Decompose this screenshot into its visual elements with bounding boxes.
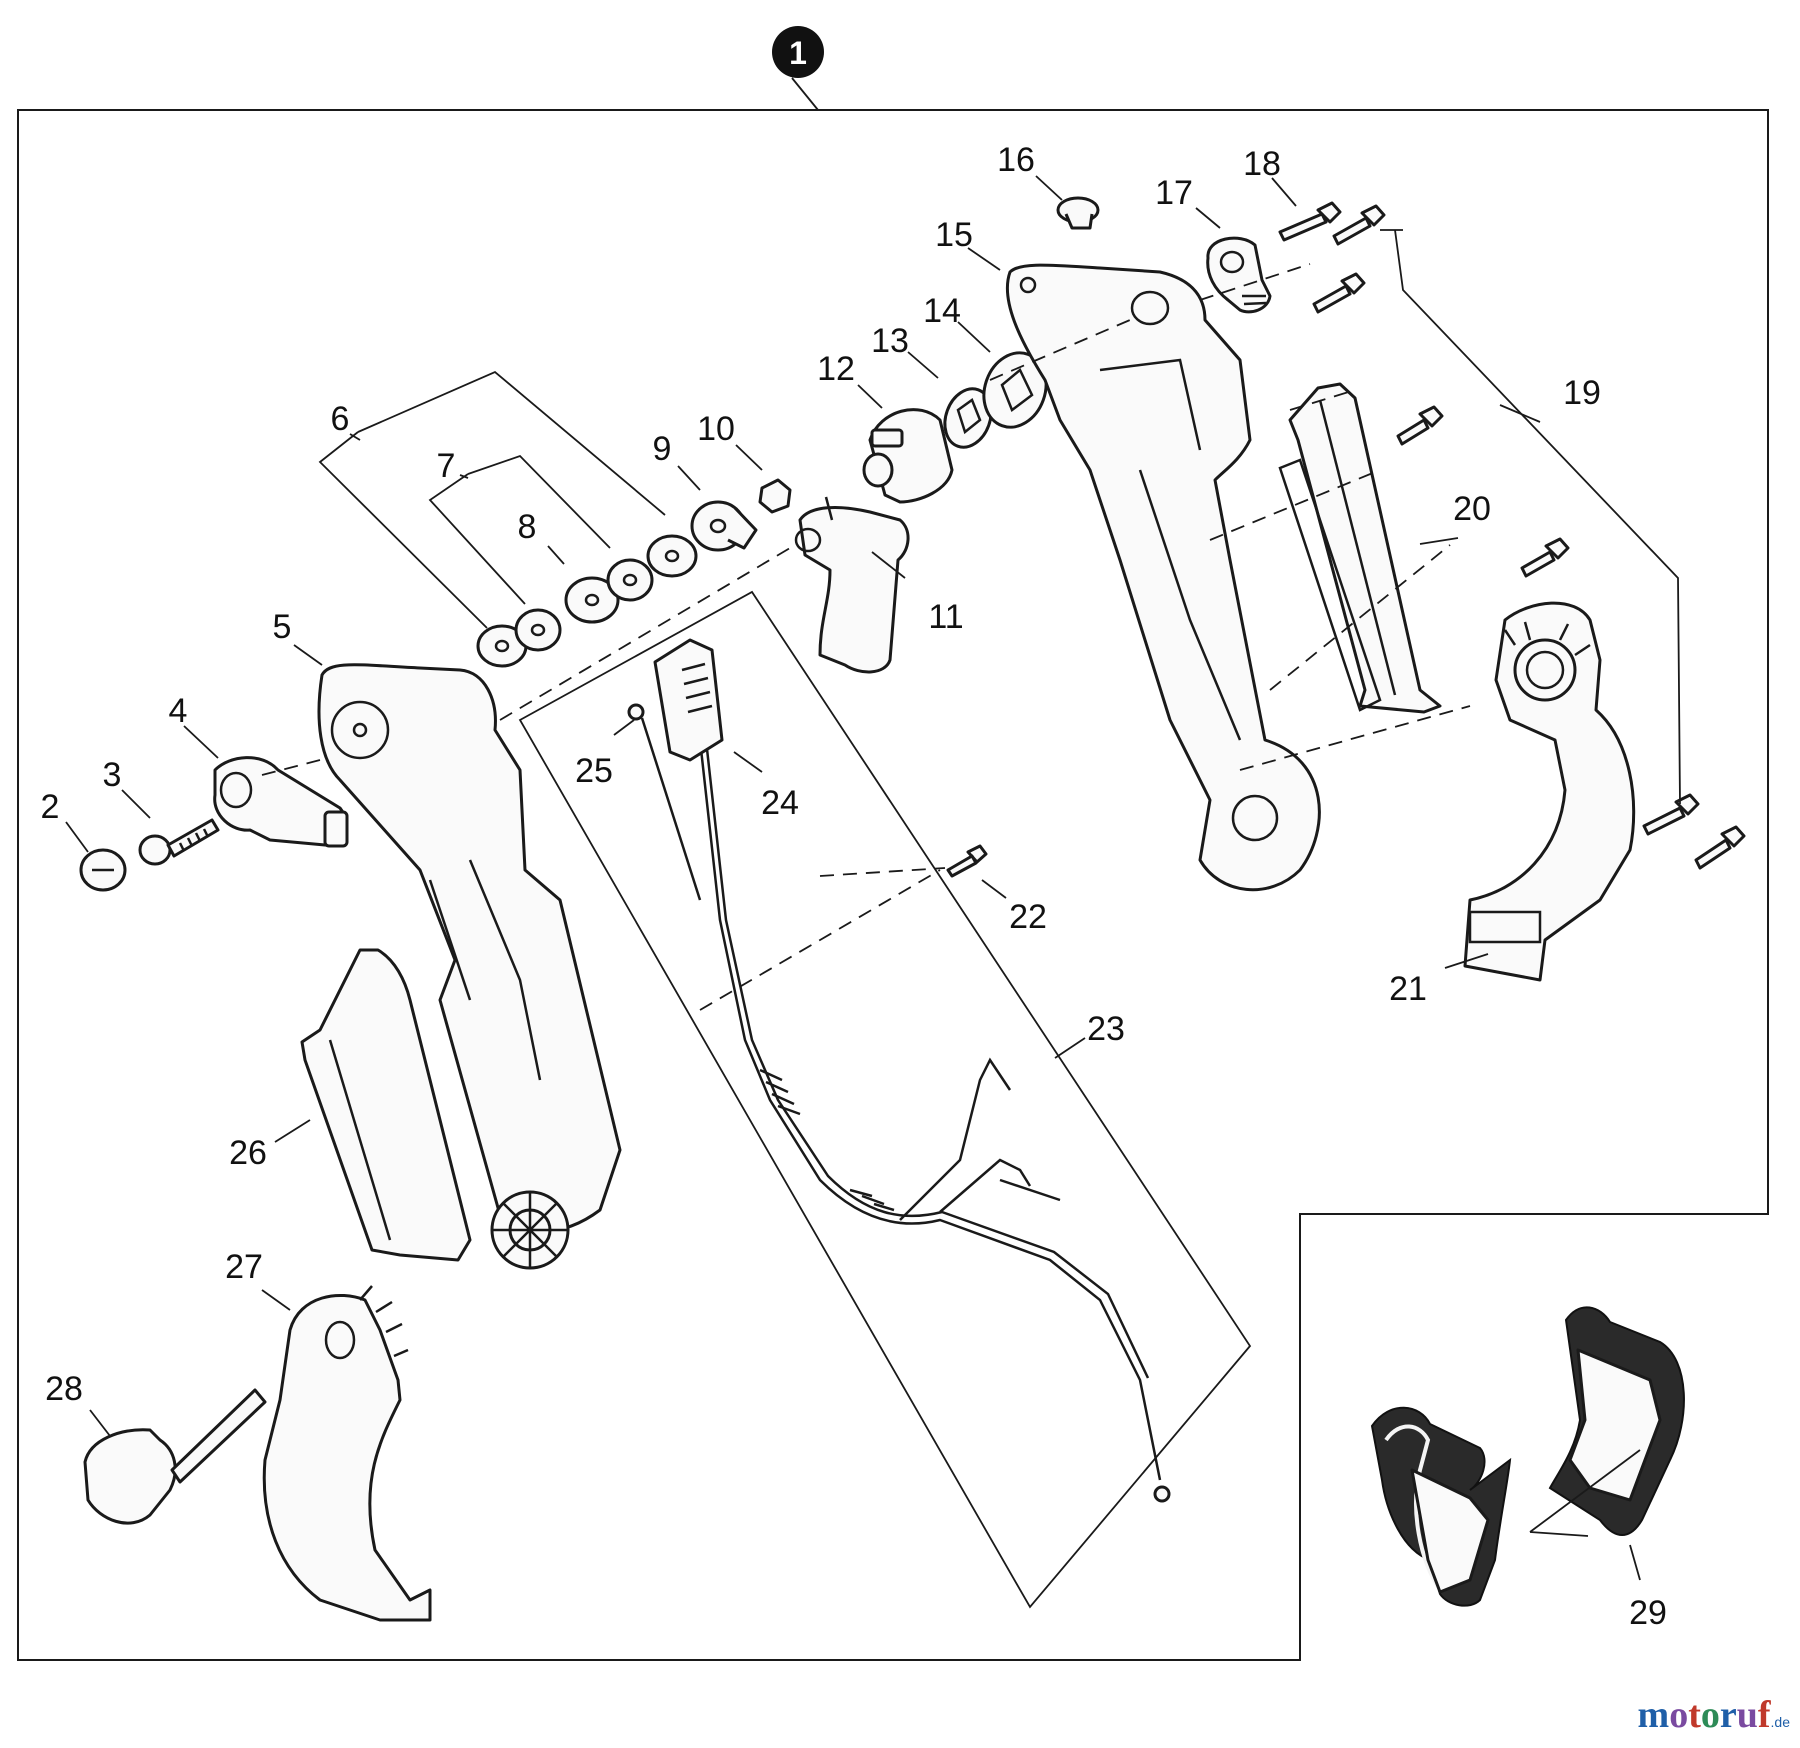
callout-9: 9 <box>653 430 672 468</box>
part-grommet <box>1056 196 1100 230</box>
callout-3: 3 <box>103 756 122 794</box>
watermark-letter: r <box>1719 1694 1737 1736</box>
part-lock-knob <box>1206 236 1272 314</box>
watermark-letter: o <box>1700 1694 1720 1736</box>
part-side-panel <box>1278 382 1442 714</box>
callout-20: 20 <box>1453 490 1491 528</box>
assembly-axis-lines <box>261 263 1471 1011</box>
part-knob-bolt <box>83 1388 267 1525</box>
callout-16: 16 <box>997 141 1035 179</box>
callout-leaders <box>65 175 1641 1581</box>
part-switch-block <box>653 638 724 762</box>
part-cable-harness <box>698 739 1171 1503</box>
callout-8: 8 <box>518 508 537 546</box>
callout-10: 10 <box>697 410 735 448</box>
part-switch <box>862 408 954 504</box>
part-screw-small-1 <box>1278 201 1342 242</box>
part-side-cover <box>300 948 472 1262</box>
part-screw-small-6 <box>1642 793 1700 836</box>
part-grip-straps <box>1370 1306 1685 1607</box>
assembly-number: 1 <box>789 35 807 71</box>
part-screw-small-8 <box>946 844 988 878</box>
part-cap <box>79 848 127 892</box>
watermark-letter: m <box>1637 1694 1670 1736</box>
part-lever <box>213 756 349 848</box>
callout-17: 17 <box>1155 174 1193 212</box>
callout-7: 7 <box>437 447 456 485</box>
part-pin <box>627 703 702 901</box>
callout-11: 11 <box>928 598 963 636</box>
watermark-logo: motoruf.de <box>1638 1693 1790 1737</box>
watermark-letter: u <box>1736 1694 1758 1736</box>
callout-18: 18 <box>1243 145 1281 183</box>
part-spacer <box>690 500 758 552</box>
callout-24: 24 <box>761 784 799 822</box>
callout-14: 14 <box>923 292 961 330</box>
callout-15: 15 <box>935 216 973 254</box>
callout-4: 4 <box>169 692 188 730</box>
part-cam-plate <box>943 387 993 449</box>
callout-22: 22 <box>1009 898 1047 936</box>
watermark-domain: .de <box>1770 1714 1790 1730</box>
watermark-letter: t <box>1688 1694 1701 1736</box>
assembly-badge: 1 <box>772 26 824 111</box>
callout-29: 29 <box>1629 1594 1667 1632</box>
part-washer-stack <box>476 534 698 668</box>
part-right-handle-half <box>1005 263 1321 892</box>
callout-labels: 2 3 4 5 6 7 8 9 10 11 12 13 14 15 16 17 … <box>41 141 1667 1632</box>
part-screw-small-5 <box>1520 537 1570 578</box>
part-screw <box>138 818 220 866</box>
part-gear-wheel <box>490 1190 570 1270</box>
callout-13: 13 <box>871 322 909 360</box>
part-clamp-right <box>1463 601 1636 982</box>
callout-19: 19 <box>1563 374 1601 412</box>
callout-23: 23 <box>1087 1010 1125 1048</box>
callout-6: 6 <box>331 400 350 438</box>
callout-25: 25 <box>575 752 613 790</box>
watermark-letter: f <box>1757 1694 1771 1736</box>
callout-2: 2 <box>41 788 60 826</box>
callout-12: 12 <box>817 350 855 388</box>
group-bracket-lines <box>318 229 1681 1609</box>
callout-28: 28 <box>45 1370 83 1408</box>
callout-27: 27 <box>225 1248 263 1286</box>
callout-5: 5 <box>273 608 292 646</box>
part-screw-small-4 <box>1396 405 1444 446</box>
callout-21: 21 <box>1389 970 1427 1008</box>
part-lock-plate <box>982 351 1048 429</box>
watermark-letter: o <box>1669 1694 1689 1736</box>
part-screw-small-3 <box>1312 272 1366 314</box>
part-screw-small-7 <box>1694 825 1746 870</box>
part-nut <box>758 478 792 514</box>
assembly-frame <box>17 109 1769 1661</box>
callout-26: 26 <box>229 1134 267 1172</box>
part-trigger <box>794 496 910 674</box>
part-screw-small-2 <box>1332 204 1386 246</box>
part-clamp-left <box>262 1285 432 1622</box>
part-left-handle-half <box>317 663 622 1233</box>
